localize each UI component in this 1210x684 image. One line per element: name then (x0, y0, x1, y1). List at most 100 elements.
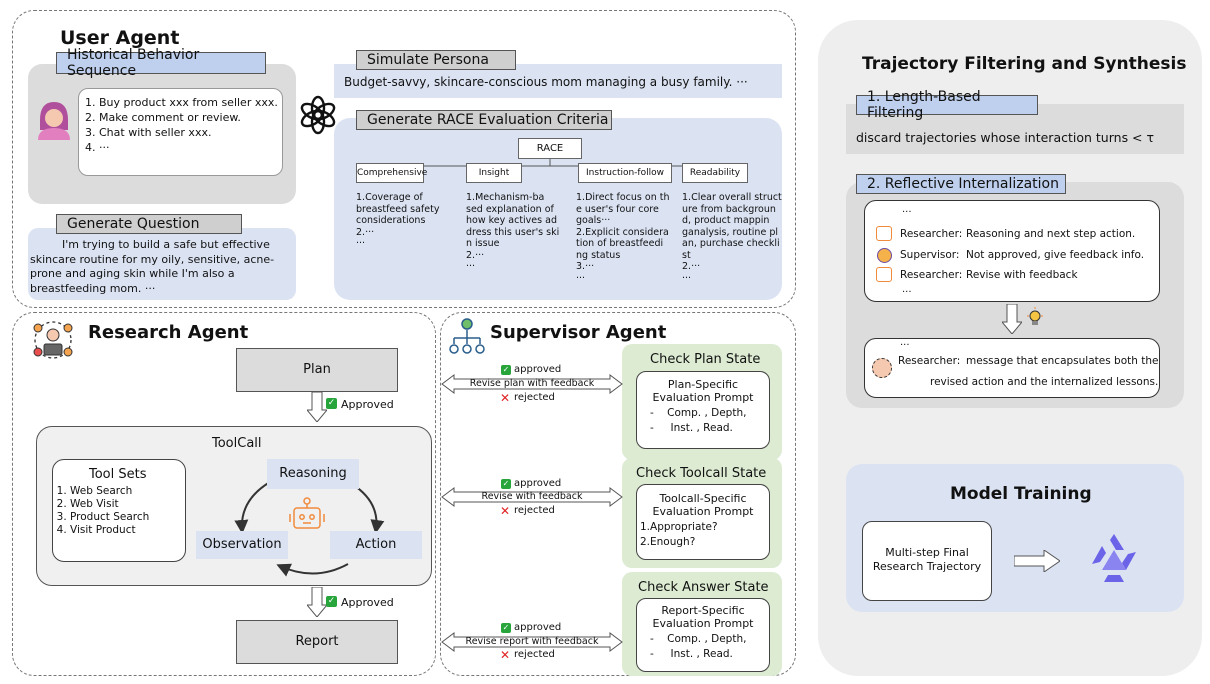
check-plan-title: Check Plan State (650, 352, 761, 367)
check-icon: ✓ (501, 623, 511, 633)
final-role: Researcher: (898, 355, 961, 367)
research-agent-title: Research Agent (88, 322, 249, 343)
user-agent-title: User Agent (60, 27, 180, 49)
approved-label: Approved (341, 398, 394, 411)
trajectory-input-box: Multi-step Final Research Trajectory (862, 521, 992, 601)
approved-label: approved (514, 478, 562, 489)
history-label: Historical Behavior Sequence (56, 47, 266, 79)
tool-sets-title: Tool Sets (89, 467, 147, 482)
approved-label: approved (514, 622, 562, 633)
research-agent-panel (12, 312, 436, 676)
race-root-node: RACE (518, 138, 582, 159)
reasoning-node: Reasoning (267, 459, 359, 489)
check-icon: ✓ (326, 596, 337, 607)
rejected-label: rejected (514, 649, 555, 660)
supervisor-avatar-icon (877, 248, 892, 263)
answer-feedback-arrow (441, 632, 623, 652)
tool-sets-box (52, 459, 186, 562)
robot-icon (876, 267, 892, 282)
question-text: I'm trying to build a safe but effective… (30, 238, 275, 295)
answer-prompt-line: - Comp. , Depth, (650, 633, 747, 645)
report-node: Report (236, 620, 398, 664)
dialogue-dots: ··· (900, 340, 910, 351)
criterion-node: Comprehensive (356, 163, 427, 183)
tool-list: Web Search Web Visit Product Search Visi… (50, 485, 149, 537)
dialogue-role: Supervisor: (900, 249, 960, 261)
answer-prompt-box (636, 598, 770, 672)
question-label: Generate Question (56, 214, 242, 234)
action-node: Action (330, 531, 422, 559)
criterion-node: Readability (682, 163, 748, 183)
toolcall-prompt-box (636, 484, 770, 560)
supervisor-agent-panel (440, 312, 796, 676)
race-label: Generate RACE Evaluation Criteria (356, 110, 612, 130)
criterion-details: 1.Mechanism-ba sed explanation of how ke… (466, 192, 560, 272)
final-text: message that encapsulates both the (966, 355, 1159, 367)
plan-prompt-box (636, 371, 770, 449)
history-list-box: Buy product xxx from seller xxx. Make co… (78, 88, 283, 176)
tool-item: Web Visit (70, 498, 149, 511)
answer-prompt-title: Report-Specific Evaluation Prompt (652, 604, 754, 630)
answer-prompt-line: - Inst. , Read. (650, 648, 733, 660)
user-avatar-icon (34, 98, 74, 140)
history-item: Buy product xxx from seller xxx. (99, 95, 282, 110)
robot-icon (876, 226, 892, 241)
criterion-details: 1.Clear overall struct ure from backgrou… (682, 192, 782, 284)
check-toolcall-title: Check Toolcall State (636, 466, 767, 481)
plan-feedback-label: Revise plan with feedback (469, 378, 595, 389)
dialogue-text: Not approved, give feedback info. (966, 249, 1145, 261)
plan-node: Plan (236, 348, 398, 392)
researcher-avatar-icon (872, 358, 892, 378)
check-icon: ✓ (326, 398, 337, 409)
plan-feedback-arrow (441, 374, 623, 394)
dialogue-dots: ··· (902, 207, 912, 218)
rejected-label: rejected (514, 392, 555, 403)
reflective-label: 2. Reflective Internalization (856, 174, 1066, 194)
length-filter-label: 1. Length-Based Filtering (856, 89, 1038, 121)
plan-prompt-title: Plan-Specific Evaluation Prompt (652, 378, 754, 404)
toolcall-prompt-line: 1.Appropriate? (640, 521, 718, 533)
history-list: Buy product xxx from seller xxx. Make co… (79, 95, 282, 155)
answer-feedback-label: Revise report with feedback (465, 636, 599, 647)
plan-prompt-line: - Comp. , Depth, (650, 407, 747, 419)
criterion-node: Instruction-follow (578, 163, 672, 183)
toolcall-prompt-title: Toolcall-Specific Evaluation Prompt (652, 492, 754, 518)
toolcall-title: ToolCall (212, 436, 262, 451)
user-agent-panel (12, 10, 796, 308)
observation-node: Observation (196, 531, 288, 559)
lightbulb-icon (1024, 306, 1046, 328)
dialogue-box (864, 200, 1160, 302)
tool-item: Web Search (70, 485, 149, 498)
tool-item: Visit Product (70, 524, 149, 537)
toolcall-feedback-arrow (441, 487, 623, 507)
final-message-box (864, 338, 1160, 398)
down-arrow-icon (305, 586, 329, 618)
openai-icon (298, 95, 338, 135)
check-icon: ✓ (501, 365, 511, 375)
question-panel (28, 228, 296, 300)
down-arrow-icon (305, 391, 329, 423)
tool-item: Product Search (70, 511, 149, 524)
history-item: ··· (99, 140, 282, 155)
researcher-icon (32, 318, 74, 364)
dialogue-role: Researcher: (900, 228, 963, 240)
check-icon: ✓ (501, 479, 511, 489)
approved-label: approved (514, 364, 562, 375)
check-answer-title: Check Answer State (638, 580, 769, 595)
plan-prompt-line: - Inst. , Read. (650, 422, 733, 434)
approved-label: Approved (341, 596, 394, 609)
criterion-details: 1.Coverage of breastfeed safety consider… (356, 192, 440, 249)
dialogue-text: Reasoning and next step action. (966, 228, 1136, 240)
history-item: Make comment or review. (99, 110, 282, 125)
toolcall-feedback-label: Revise with feedback (481, 491, 583, 502)
dialogue-role: Researcher: (900, 269, 963, 281)
model-training-title: Model Training (950, 484, 1092, 504)
trajectory-title: Trajectory Filtering and Synthesis (862, 54, 1187, 74)
down-arrow-icon (1000, 303, 1024, 335)
criterion-details: 1.Direct focus on th e user's four core … (576, 192, 670, 284)
persona-label: Simulate Persona (356, 50, 516, 70)
cross-icon: ✕ (500, 648, 511, 662)
dialogue-dots: ··· (902, 287, 912, 298)
rejected-label: rejected (514, 505, 555, 516)
final-text: revised action and the internalized less… (930, 376, 1159, 388)
